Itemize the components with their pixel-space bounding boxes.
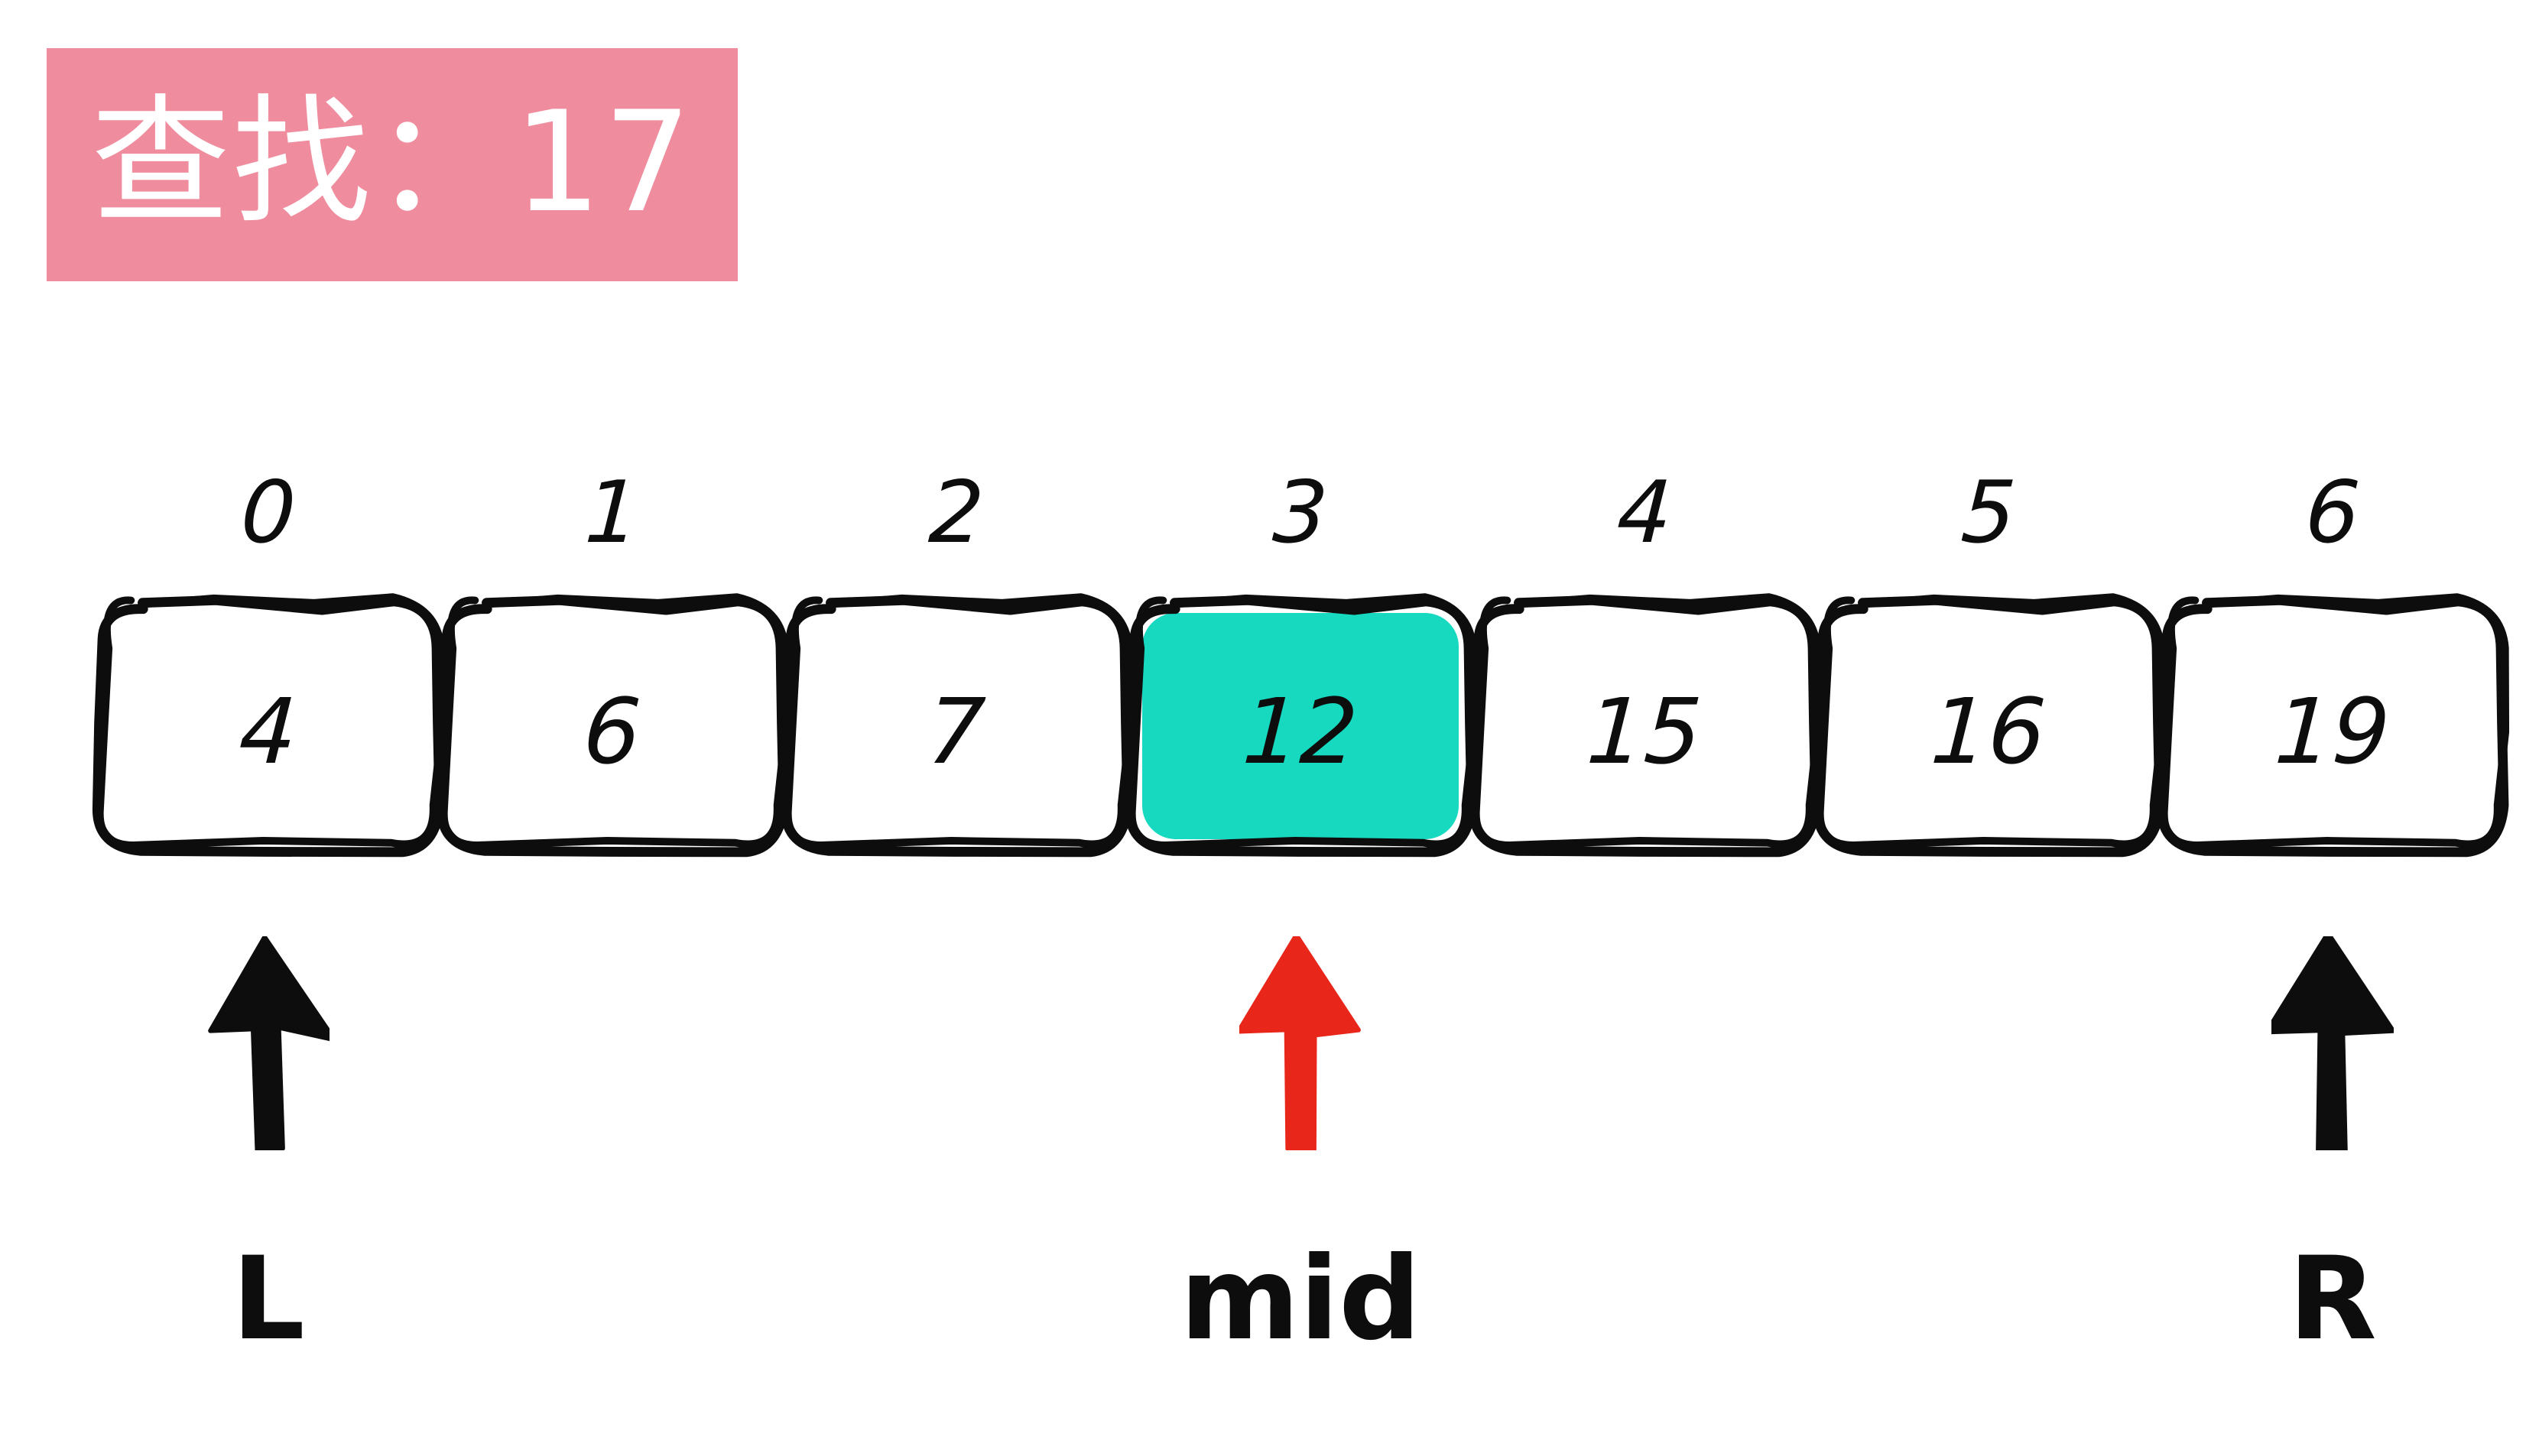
array-cell-box [1124,593,1478,858]
pointer-label-left: L [232,1233,305,1366]
up-arrow-icon [2264,931,2396,1156]
array-cell-box [92,593,446,858]
array-index-label: 5 [1958,463,2019,563]
array-index-label: 4 [1614,463,1675,563]
up-arrow-icon [207,935,337,1157]
cell-fill [110,613,427,839]
pointer-label-right: R [2288,1233,2377,1366]
cell-fill [454,613,771,839]
up-arrow-icon [1235,932,1362,1154]
badge-background [47,48,738,281]
array-index-label: 1 [582,463,643,563]
array-cell-5[interactable]: 5 16 [1812,463,2166,858]
pointer-label-mid: mid [1180,1233,1421,1366]
array-index-label: 0 [238,463,299,563]
array-cell-value: 16 [1927,679,2049,784]
array-cell-value: 7 [924,679,988,784]
array-index-label: 2 [926,463,987,563]
cell-highlight-fill [1142,613,1459,839]
search-target-badge: 查找：17 [47,48,738,281]
array-cell-box [436,593,790,858]
array-cell-value: 12 [1239,679,1361,784]
array-cell-value: 19 [2271,679,2393,784]
array-cell-value: 15 [1583,679,1705,784]
array-index-label: 6 [2302,463,2363,563]
array-cell-6[interactable]: 6 19 [2156,463,2510,858]
array-cell-value: 6 [580,679,644,784]
cell-fill [1486,613,1803,839]
pointer-mid[interactable]: mid [1180,932,1421,1357]
array-cell-box [1812,593,2166,858]
cell-fill [2174,613,2491,839]
pointer-right[interactable]: R [2218,931,2447,1357]
array-cell-box [780,593,1134,858]
array-cell-3[interactable]: 3 12 [1124,463,1478,858]
array-cell-box [2156,593,2510,858]
search-target-label: 查找：17 [91,80,693,243]
array-cell-4[interactable]: 4 15 [1468,463,1822,858]
array-cell-box [1468,593,1822,858]
array-cell-value: 4 [236,679,300,784]
cell-fill [798,613,1115,839]
array-index-label: 3 [1270,463,1331,563]
pointer-left[interactable]: L [154,935,383,1357]
cell-fill [1830,613,2147,839]
